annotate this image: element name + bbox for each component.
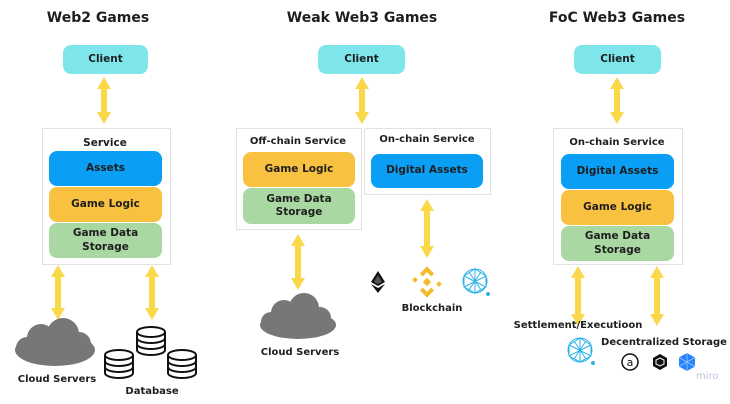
double-arrow-icon — [51, 265, 65, 320]
miro-watermark: miro — [696, 371, 719, 382]
layer-assets: Assets — [49, 151, 162, 186]
double-arrow-icon — [610, 77, 624, 124]
double-arrow-icon — [145, 265, 159, 320]
double-arrow-icon — [420, 199, 434, 258]
layer-game-data-storage: Game Data Storage — [561, 226, 674, 261]
storj-icon — [678, 353, 696, 371]
ethereum-icon — [371, 271, 385, 293]
layer-game-data-storage: Game Data Storage — [243, 188, 355, 224]
blockchain-label: Blockchain — [401, 303, 463, 314]
onchain-service-label: On-chain Service — [379, 134, 475, 145]
double-arrow-icon — [355, 77, 369, 124]
layer-digital-assets: Digital Assets — [371, 154, 483, 188]
client-foc-web3: Client — [574, 45, 661, 74]
double-arrow-icon — [97, 77, 111, 124]
client-weak-web3: Client — [318, 45, 405, 74]
decentralized-storage-label: Decentralized Storage — [601, 337, 727, 348]
double-arrow-icon — [291, 234, 305, 290]
title-web2: Web2 Games — [46, 10, 150, 26]
filecoin-icon — [653, 354, 667, 370]
double-arrow-icon — [571, 266, 585, 326]
qtum-icon — [462, 268, 490, 296]
client-web2: Client — [63, 45, 148, 74]
layer-game-logic: Game Logic — [49, 187, 162, 222]
cloud-servers-label: Cloud Servers — [260, 347, 340, 358]
cloud-icon — [260, 293, 336, 339]
database-icon — [104, 326, 197, 379]
arweave-icon: a — [621, 353, 639, 371]
database-label: Database — [125, 386, 179, 397]
title-weak-web3: Weak Web3 Games — [286, 10, 438, 26]
layer-game-data-storage: Game Data Storage — [49, 223, 162, 258]
settlement-label: Settlement/Executioon — [513, 320, 643, 331]
layer-digital-assets: Digital Assets — [561, 154, 674, 189]
title-foc-web3: FoC Web3 Games — [548, 10, 686, 26]
service-label: Service — [83, 137, 127, 149]
binance-icon — [412, 266, 442, 298]
double-arrow-icon — [650, 266, 664, 326]
offchain-service-label: Off-chain Service — [249, 136, 347, 147]
layer-game-logic: Game Logic — [561, 190, 674, 225]
svg-text:a: a — [627, 356, 634, 369]
qtum-icon — [567, 337, 595, 365]
onchain-service-label: On-chain Service — [569, 137, 665, 148]
cloud-icon — [15, 318, 95, 366]
layer-game-logic: Game Logic — [243, 152, 355, 187]
cloud-servers-label: Cloud Servers — [17, 374, 97, 385]
